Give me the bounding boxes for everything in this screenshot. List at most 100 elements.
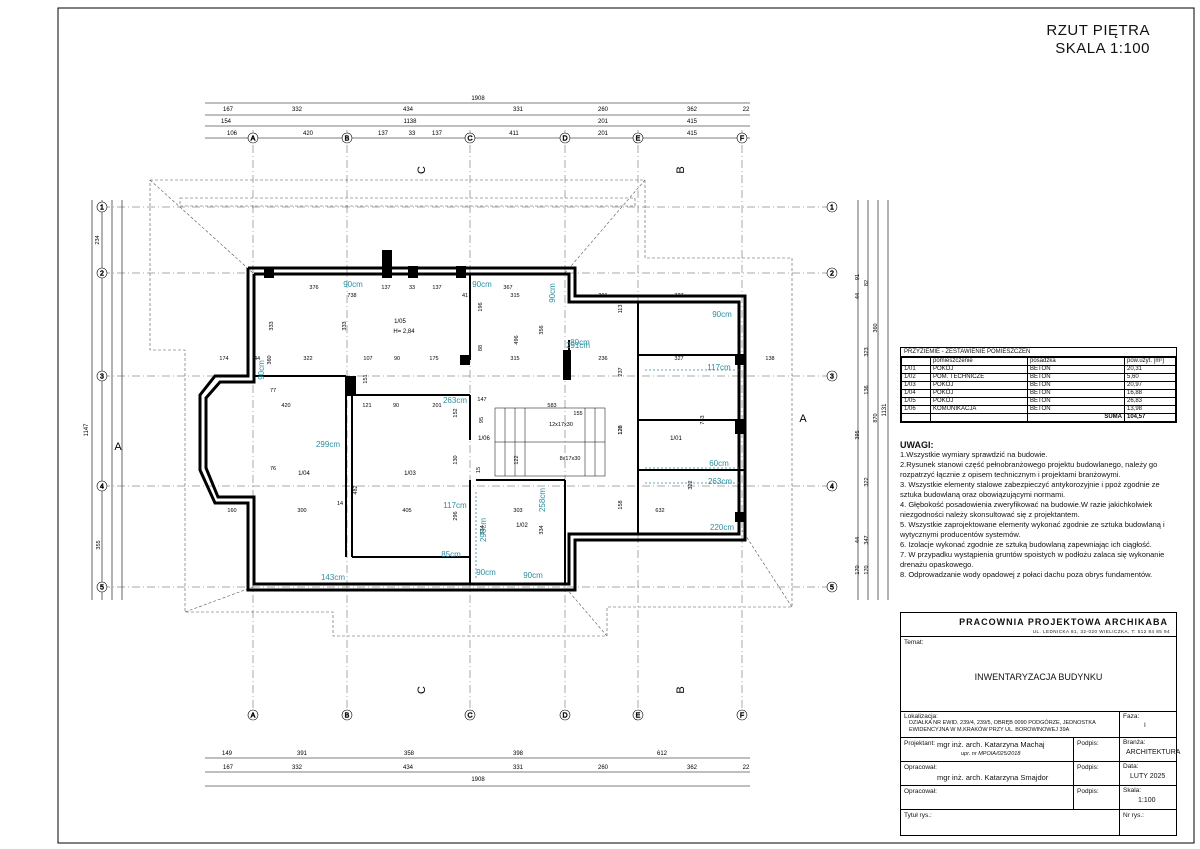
branza-value: ARCHITEKTURA (1126, 749, 1181, 756)
grid-axis-label: 4 (100, 484, 104, 491)
grid-bubble (96, 581, 108, 593)
grid-bubble (341, 709, 353, 721)
sum-value: 104,57 (1124, 413, 1176, 422)
window-width-label: 60cm (709, 459, 729, 468)
window-width-label: 258cm (538, 488, 547, 512)
faza-value: I (1144, 722, 1146, 729)
room-tag: 1/02 (516, 523, 528, 529)
col-header: posadzka (1027, 357, 1125, 366)
dimension-label: 322 (688, 480, 694, 489)
roof-outline (149, 179, 793, 637)
dimension-label: 15 (476, 467, 482, 473)
grid-axis-label: 5 (100, 585, 104, 592)
section-marker: A (799, 413, 807, 425)
dimension-label: 201 (598, 119, 609, 125)
dimension-label: 138 (765, 356, 774, 362)
faza-label: Faza: (1123, 713, 1140, 720)
dimension-label: 201 (598, 293, 607, 299)
section-marker: C (416, 166, 428, 174)
col-header: pomieszczenie (930, 357, 1028, 366)
dimension-label: 126 (618, 425, 624, 434)
dimension-label: 122 (514, 455, 520, 464)
dimension-label: 332 (292, 107, 303, 113)
dimension-label: 44 (254, 356, 260, 362)
sheet-title: RZUT PIĘTRA SKALA 1:100 (1046, 22, 1150, 58)
grid-axis-label: 3 (830, 374, 834, 381)
dimension-label: 106 (227, 131, 238, 137)
grid-axis-label: 1 (830, 205, 834, 212)
dimension-label: 201 (598, 131, 609, 137)
dimension-label: 130 (453, 455, 459, 464)
dimension-label: 434 (403, 765, 414, 771)
window-width-label: 220cm (710, 523, 734, 532)
note-item: 5. Wszystkie zaprojektowane elementy wyk… (900, 520, 1165, 539)
room-cell: BETON (1027, 373, 1125, 382)
room-cell: 1/05 (901, 397, 931, 406)
sheet-frame (57, 7, 1195, 844)
dimension-label: 107 (363, 356, 372, 362)
grid-axis-label: E (636, 713, 641, 720)
dimension-label: 334 (539, 525, 545, 534)
grid-bubble (464, 132, 476, 144)
dimension-label: 496 (514, 335, 520, 344)
room-cell: 1/06 (901, 405, 931, 414)
section-marker: C (416, 686, 428, 694)
dimension-label: 174 (219, 356, 228, 362)
tytul-label: Tytuł rys.: (904, 812, 932, 819)
window-width-label: 263cm (708, 477, 732, 486)
data-value: LUTY 2025 (1130, 773, 1166, 780)
sum-label: SUMA (1027, 413, 1125, 422)
dimension-label: 327 (674, 356, 683, 362)
dimension-label: 33 (409, 131, 416, 137)
studio-name: PRACOWNIA PROJEKTOWA ARCHIKABA (959, 617, 1168, 627)
grid-bubble (826, 267, 838, 279)
dimension-label: 347 (864, 535, 870, 544)
grid-bubble (96, 201, 108, 213)
dimension-label: 151 (363, 374, 369, 383)
dimension-label: 175 (429, 356, 438, 362)
dimension-label: 420 (303, 131, 314, 137)
dimension-label: 44 (855, 293, 861, 299)
room-cell: POKÓJ (930, 381, 1028, 390)
dimension-label: 323 (864, 347, 870, 356)
drawing-title: RZUT PIĘTRA (1046, 22, 1150, 39)
col-header (901, 357, 931, 366)
dimension-total: 1908 (471, 96, 485, 102)
window-width-label: 80cm (570, 338, 590, 347)
dimension-label: 583 (547, 403, 556, 409)
lokalizacja-value: DZIAŁKA NR EWID. 239/4, 239/5, OBRĘB 009… (909, 720, 1096, 733)
dimension-label: 237 (618, 367, 624, 376)
dimension-label: 391 (297, 751, 308, 757)
grid-axis-label: C (467, 713, 472, 720)
interior-walls (254, 274, 745, 584)
grid-axis-label: B (345, 713, 350, 720)
dimension-label: 358 (404, 751, 415, 757)
dimension-label: 411 (509, 131, 519, 137)
room-cell: 20,97 (1124, 381, 1176, 390)
dimension-label: 201 (432, 403, 441, 409)
col-header: pow.użyt. [m²] (1124, 357, 1176, 366)
room-cell: POKÓJ (930, 397, 1028, 406)
grid-axis-label: B (345, 136, 350, 143)
room-cell: POKÓJ (930, 389, 1028, 398)
room-cell: KOMUNIKACJA (930, 405, 1028, 414)
dimension-label: 300 (297, 508, 306, 514)
dimension-label: 315 (510, 293, 519, 299)
note-item: 2.Rysunek stanowi część pełnobranżowego … (900, 460, 1158, 479)
grid-axis-label: F (740, 713, 744, 720)
sprawdzil-label: Opracował: (904, 788, 937, 795)
room-tag: 1/01 (670, 436, 682, 442)
note-item: 7. W przypadku wystąpienia gruntów spois… (900, 550, 1165, 569)
grid-bubble (736, 709, 748, 721)
dimension-label: 332 (292, 765, 303, 771)
dimension-label: 405 (402, 508, 411, 514)
skala-value: 1:100 (1138, 797, 1156, 804)
rooms-schedule: PRZYZIEMIE - ZESTAWIENIE POMIESZCZEŃ pom… (900, 347, 1177, 423)
dimension-label: 334 (480, 525, 486, 534)
grid-bubble (632, 132, 644, 144)
grid-bubble (341, 132, 353, 144)
room-cell: BETON (1027, 397, 1125, 406)
dimension-label: 362 (687, 107, 698, 113)
